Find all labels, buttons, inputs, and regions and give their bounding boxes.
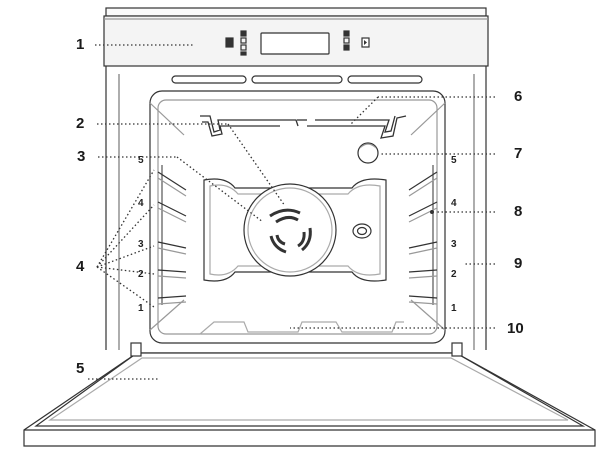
callout-5: 5 bbox=[76, 360, 85, 377]
shelf-level-label: 2 bbox=[451, 269, 457, 280]
control-panel-right-keys bbox=[343, 30, 350, 51]
back-panel-lock bbox=[352, 223, 372, 239]
door-switch-dot bbox=[430, 210, 434, 214]
shelf-level-label: 5 bbox=[138, 155, 144, 166]
callout-1: 1 bbox=[76, 36, 85, 53]
air-vents bbox=[171, 75, 423, 84]
fan-cover bbox=[243, 183, 337, 277]
control-panel-right-button bbox=[361, 37, 370, 48]
top-heating-element bbox=[200, 115, 407, 139]
callout-3: 3 bbox=[77, 148, 86, 165]
shelf-level-label: 3 bbox=[138, 239, 144, 250]
oven-cavity bbox=[149, 90, 446, 344]
callout-2: 2 bbox=[76, 115, 85, 132]
shelf-level-label: 2 bbox=[138, 269, 144, 280]
callout-7: 7 bbox=[514, 145, 523, 162]
control-panel-display bbox=[260, 32, 330, 55]
shelf-level-label: 3 bbox=[451, 239, 457, 250]
back-panel bbox=[203, 178, 387, 282]
callout-8: 8 bbox=[514, 203, 523, 220]
control-panel-left-button bbox=[225, 37, 234, 48]
callout-10: 10 bbox=[507, 320, 524, 337]
callout-4: 4 bbox=[76, 258, 85, 275]
door-hinges bbox=[130, 342, 463, 357]
shelf-level-label: 4 bbox=[451, 198, 457, 209]
left-shelf-level-numbers: 5 4 3 2 1 bbox=[138, 155, 144, 314]
shelf-level-label: 1 bbox=[138, 303, 144, 314]
right-shelf-level-numbers: 5 4 3 2 1 bbox=[451, 155, 457, 314]
left-shelf-guides bbox=[157, 165, 187, 305]
control-panel-left-keys bbox=[240, 30, 247, 56]
callout-6: 6 bbox=[514, 88, 523, 105]
bottom-heating-element bbox=[199, 321, 404, 335]
shelf-level-label: 4 bbox=[138, 198, 144, 209]
right-shelf-guides bbox=[408, 165, 438, 305]
oven-lamp bbox=[357, 142, 379, 164]
shelf-level-label: 1 bbox=[451, 303, 457, 314]
shelf-level-label: 5 bbox=[451, 155, 457, 166]
oven-door bbox=[23, 352, 596, 447]
fan bbox=[269, 208, 312, 254]
leader-lines bbox=[88, 44, 495, 380]
callout-9: 9 bbox=[514, 255, 523, 272]
